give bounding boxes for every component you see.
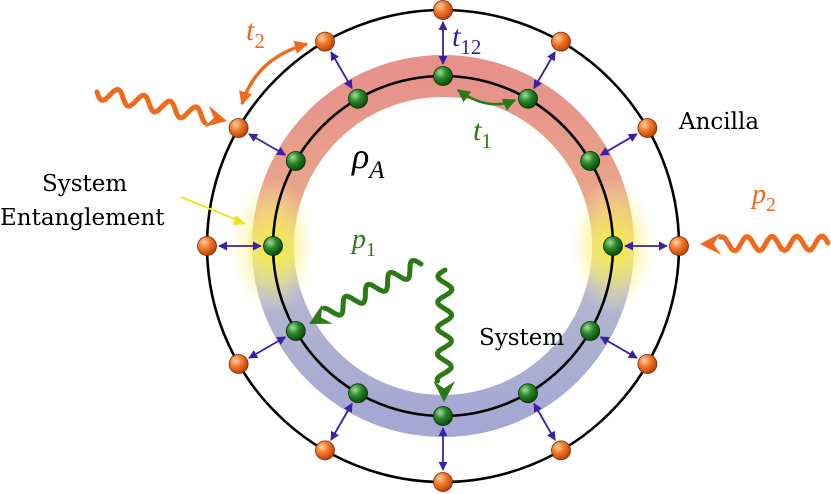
pump-system-down-head — [433, 380, 456, 402]
pump-system-left — [321, 257, 424, 318]
rho-symbol: ρ — [351, 136, 369, 176]
t12-label: t12 — [452, 20, 481, 59]
coupling-arrow — [533, 402, 556, 441]
pump-arrows — [94, 87, 831, 402]
coupling-arrow — [599, 133, 638, 156]
state-band — [252, 55, 634, 437]
p1-subscript: 1 — [366, 239, 376, 261]
system-site — [433, 406, 453, 426]
rho-subscript: A — [367, 157, 385, 184]
t12-symbol: t — [452, 20, 461, 53]
system-label: System — [479, 325, 564, 351]
p2-label: p2 — [750, 179, 776, 216]
ancilla-site — [315, 31, 335, 52]
pump-system-left-head — [309, 304, 333, 324]
system-site — [518, 383, 538, 404]
p1-symbol: p — [350, 224, 366, 255]
system-entanglement-label-line2: Entanglement — [0, 205, 165, 231]
system-site — [348, 88, 368, 109]
t2-subscript: 2 — [254, 29, 265, 53]
coupling-arrow — [533, 51, 556, 90]
t1-symbol: t — [473, 114, 482, 147]
pump-system-down — [434, 267, 455, 384]
system-entanglement-label-line1: System — [42, 171, 127, 197]
pump-ancilla-right — [718, 233, 831, 254]
pump-ancilla-left-head — [204, 105, 227, 128]
ancilla-label: Ancilla — [678, 109, 759, 135]
ancilla-site — [228, 354, 249, 374]
entanglement-pointer — [180, 196, 243, 223]
coupling-arrow — [248, 133, 287, 156]
t1-label: t1 — [473, 114, 492, 153]
ancilla-site — [315, 440, 335, 461]
t1-subscript: 1 — [481, 129, 492, 153]
ancilla-site — [228, 118, 249, 138]
ancilla-site — [433, 0, 453, 20]
ancilla-site — [551, 440, 571, 461]
pump-ancilla-right-head — [700, 232, 722, 255]
coupling-arrow — [330, 402, 353, 441]
system-site — [580, 321, 601, 341]
system-site — [580, 151, 601, 171]
t2-symbol: t — [246, 14, 255, 47]
p2-subscript: 2 — [766, 194, 776, 216]
ancilla-site — [669, 236, 689, 256]
coupling-arrow — [330, 51, 353, 90]
system-site — [603, 236, 623, 256]
ancilla-site — [197, 236, 217, 256]
system-sites — [263, 66, 623, 426]
pump-ancilla-left — [94, 87, 208, 126]
entanglement-pointer-head — [233, 215, 246, 225]
rho-a-label: ρA — [351, 136, 385, 184]
t12-subscript: 12 — [460, 35, 481, 59]
p1-label: p1 — [350, 224, 376, 261]
system-site — [285, 151, 306, 171]
t1-hopping-arrow — [456, 88, 517, 111]
ancilla-site — [433, 472, 453, 492]
t2-hopping-arrow — [239, 40, 309, 106]
coupling-arrow — [248, 336, 287, 359]
ancilla-site — [637, 354, 658, 374]
coupling-arrow — [599, 336, 638, 359]
system-site — [433, 66, 453, 86]
ancilla-sites — [197, 0, 689, 492]
system-site — [285, 321, 306, 341]
t2-label: t2 — [246, 14, 265, 53]
system-site — [348, 383, 368, 404]
ancilla-site — [551, 31, 571, 52]
ancilla-site — [637, 118, 658, 138]
p2-symbol: p — [750, 179, 766, 210]
system-site — [518, 88, 538, 109]
coupling-arrows — [218, 21, 668, 471]
system-site — [263, 236, 283, 256]
